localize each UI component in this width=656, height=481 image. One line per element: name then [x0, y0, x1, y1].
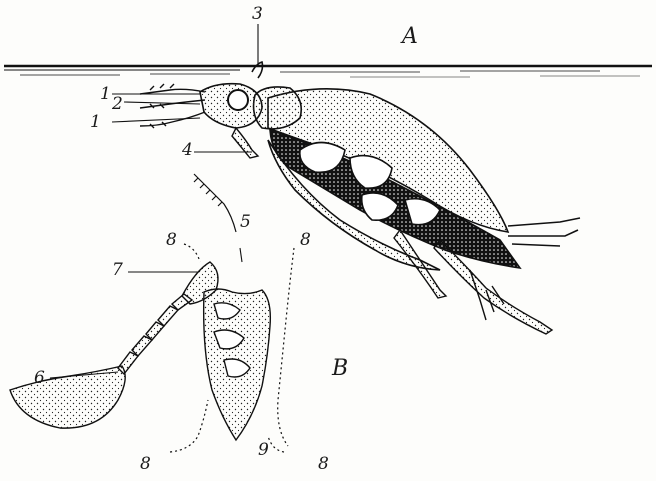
- label-2: 2: [112, 96, 123, 113]
- label-8b: 8: [300, 232, 311, 249]
- label-5: 5: [240, 214, 251, 231]
- label-1b: 1: [90, 114, 101, 131]
- panel-label-b: B: [332, 358, 348, 380]
- panel-label-a: A: [402, 26, 418, 48]
- label-8c: 8: [140, 456, 151, 473]
- label-1a: 1: [100, 86, 111, 103]
- label-7: 7: [112, 262, 123, 279]
- beetle-body: [200, 84, 580, 270]
- antenna-segments: [10, 262, 218, 428]
- label-8a: 8: [166, 232, 177, 249]
- label-4: 4: [182, 142, 193, 159]
- label-6: 6: [34, 370, 45, 387]
- label-9: 9: [258, 442, 269, 459]
- label-3: 3: [252, 6, 263, 23]
- label-8d: 8: [318, 456, 329, 473]
- water-surface: [4, 66, 652, 77]
- hair-line: [194, 174, 236, 232]
- central-structure: [204, 289, 271, 440]
